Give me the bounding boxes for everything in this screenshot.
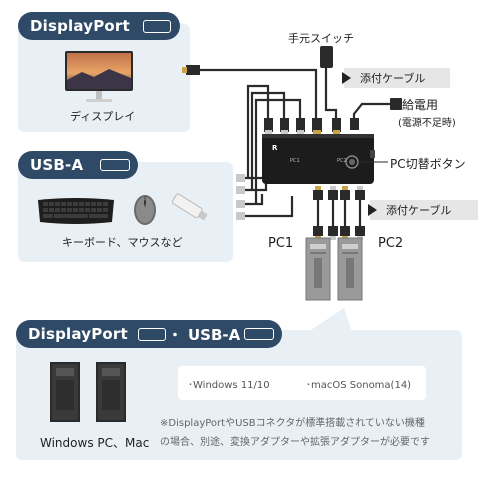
bottom-heading-right: USB-A <box>188 326 241 344</box>
monitor-icon <box>65 51 133 102</box>
mouse-icon <box>134 195 156 225</box>
manual-switch-label: 手元スイッチ <box>288 32 354 45</box>
cable-tag-top: 添付ケーブル <box>342 68 450 88</box>
os-windows: ･Windows 11/10 <box>188 380 270 391</box>
usba-heading-text: USB-A <box>30 156 84 174</box>
arrow-icon <box>342 72 351 84</box>
displayport-heading: DisplayPort <box>18 12 180 40</box>
arrow-icon <box>368 204 377 216</box>
cable-tag-top-text: 添付ケーブル <box>360 72 426 85</box>
usba-port-icon <box>244 328 274 340</box>
bubble-pointer <box>308 308 352 332</box>
note-line-1: ※DisplayPortやUSBコネクタが標準搭載されていない機種 <box>160 418 425 429</box>
bottom-heading-sep: ・ <box>168 328 182 344</box>
os-support-box: ･Windows 11/10 ･macOS Sonoma(14) <box>178 366 426 400</box>
pc-type-label: Windows PC、Mac <box>40 436 150 450</box>
usba-heading: USB-A <box>18 151 138 179</box>
usba-port-icon <box>100 159 130 171</box>
pc2-label: PC2 <box>378 236 404 251</box>
keyboard-icon <box>38 198 114 224</box>
desktop-pc-icon <box>50 362 126 422</box>
os-macos: ･macOS Sonoma(14) <box>306 380 412 391</box>
note-line-2: の場合、別途、変換アダプターや拡張アダプターが必要です <box>160 437 430 448</box>
power-label: 給電用 <box>402 98 439 112</box>
displayport-port-icon <box>138 328 166 341</box>
displayport-port-icon <box>143 20 171 33</box>
keyboard-mouse-label: キーボード、マウスなど <box>62 236 183 249</box>
displayport-heading-text: DisplayPort <box>30 17 130 35</box>
usb-stick-icon <box>171 193 208 221</box>
pc1-label: PC1 <box>268 236 294 251</box>
pc-switch-button-label: PC切替ボタン <box>390 157 466 171</box>
display-label: ディスプレイ <box>70 110 136 123</box>
bottom-heading: DisplayPort ・ USB-A <box>16 320 282 348</box>
bottom-heading-left: DisplayPort <box>28 325 128 343</box>
power-sub-label: (電源不足時) <box>398 118 456 129</box>
svg-text:R: R <box>272 144 278 152</box>
cable-tag-mid: 添付ケーブル <box>368 200 478 220</box>
switch-pc2-button[interactable]: PC2 <box>337 158 347 164</box>
switch-pc1-button[interactable]: PC1 <box>290 158 300 164</box>
cable-tag-mid-text: 添付ケーブル <box>386 204 452 217</box>
